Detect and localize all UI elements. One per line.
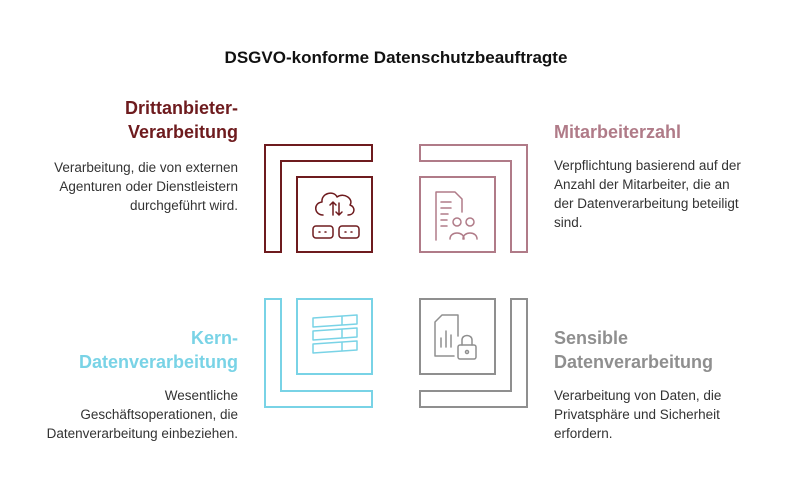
page-title: DSGVO-konforme Datenschutzbeauftragte bbox=[224, 48, 568, 67]
heading-mitarbeiterzahl: Mitarbeiterzahl bbox=[554, 120, 774, 144]
heading-drittanbieter: Drittanbieter- Verarbeitung bbox=[40, 96, 238, 144]
frame-mitarbeiterzahl bbox=[419, 144, 528, 253]
desc-drittanbieter: Verarbeitung, die von externen Agenturen… bbox=[20, 158, 238, 215]
desc-kern-line: Datenverarbeitung einbeziehen. bbox=[46, 426, 238, 441]
desc-sensibel-line: Privatsphäre und Sicherheit bbox=[554, 407, 720, 422]
heading-kern-line2: Datenverarbeitung bbox=[78, 352, 238, 372]
frame-drittanbieter bbox=[264, 144, 373, 253]
desc-sensibel-line: erfordern. bbox=[554, 426, 613, 441]
heading-drittanbieter-line2: Verarbeitung bbox=[127, 122, 238, 142]
desc-mitarbeiterzahl-line: Anzahl der Mitarbeiter, die an bbox=[554, 177, 730, 192]
frame-kern bbox=[264, 298, 373, 408]
desc-mitarbeiterzahl: Verpflichtung basierend auf der Anzahl d… bbox=[554, 156, 784, 232]
desc-sensibel: Verarbeitung von Daten, die Privatsphäre… bbox=[554, 386, 784, 443]
heading-drittanbieter-line1: Drittanbieter- bbox=[124, 98, 238, 118]
frame-sensibel bbox=[419, 298, 528, 408]
desc-kern: Wesentliche Geschäftsoperationen, die Da… bbox=[20, 386, 238, 443]
heading-kern: Kern- Datenverarbeitung bbox=[40, 326, 238, 374]
desc-kern-line: Wesentliche bbox=[164, 388, 238, 403]
desc-mitarbeiterzahl-line: der Datenverarbeitung beteiligt bbox=[554, 196, 739, 211]
heading-sensibel-line1: Sensible bbox=[554, 328, 629, 348]
heading-kern-line1: Kern- bbox=[190, 328, 238, 348]
employees-document-icon bbox=[435, 191, 478, 241]
desc-mitarbeiterzahl-line: Verpflichtung basierend auf der bbox=[554, 158, 741, 173]
heading-sensibel: Sensible Datenverarbeitung bbox=[554, 326, 774, 374]
desc-kern-line: Geschäftsoperationen, die bbox=[80, 407, 238, 422]
locked-chart-icon bbox=[434, 314, 477, 360]
desc-drittanbieter-line: Agenturen oder Dienstleistern bbox=[59, 179, 238, 194]
desc-drittanbieter-line: durchgeführt wird. bbox=[129, 198, 238, 213]
heading-sensibel-line2: Datenverarbeitung bbox=[554, 352, 714, 372]
desc-mitarbeiterzahl-line: sind. bbox=[554, 215, 583, 230]
layers-icon bbox=[312, 314, 358, 354]
heading-mitarbeiterzahl-line1: Mitarbeiterzahl bbox=[554, 122, 682, 142]
cloud-transfer-icon bbox=[312, 192, 360, 239]
desc-drittanbieter-line: Verarbeitung, die von externen bbox=[54, 160, 238, 175]
desc-sensibel-line: Verarbeitung von Daten, die bbox=[554, 388, 722, 403]
